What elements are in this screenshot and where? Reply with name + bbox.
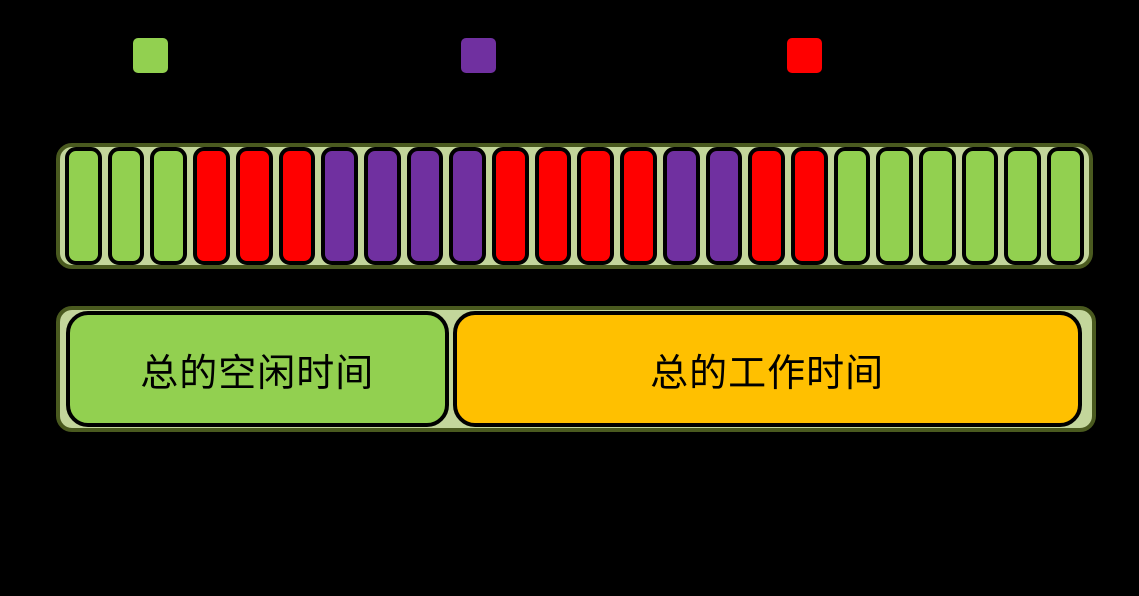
summary-segment-1: 总的空闲时间 (66, 311, 449, 427)
summary-bar: 总的空闲时间 总的工作时间 (56, 306, 1096, 432)
summary-segment-2: 总的工作时间 (452, 311, 1082, 427)
summary-segment-label: 总的空闲时间 (140, 352, 375, 395)
timeline-cell-20-green (876, 147, 914, 265)
summary-segment-label: 总的工作时间 (650, 352, 885, 395)
timeline-cell-22-green (961, 147, 999, 265)
timeline-cell-6-red (278, 147, 316, 265)
timeline-cell-15-purple (662, 147, 700, 265)
timeline-cell-5-red (235, 147, 273, 265)
timeline-cell-10-purple (449, 147, 487, 265)
timeline-cell-12-red (534, 147, 572, 265)
timeline-cell-23-green (1004, 147, 1042, 265)
timeline-cell-17-red (748, 147, 785, 265)
timeline-cell-1-green (65, 147, 102, 265)
legend (133, 38, 833, 73)
legend-swatch-green (133, 38, 168, 73)
legend-swatch-purple (461, 38, 496, 73)
timeline-cell-7-purple (321, 147, 358, 265)
timeline-cell-16-purple (705, 147, 743, 265)
timeline-cell-19-green (833, 147, 871, 265)
timeline-cell-11-red (492, 147, 529, 265)
timeline-cell-18-red (790, 147, 828, 265)
timeline-cell-14-red (620, 147, 657, 265)
timeline-cell-4-red (193, 147, 230, 265)
timeline-cell-8-purple (363, 147, 401, 265)
timeline-cell-21-green (919, 147, 956, 265)
timeline-cell-2-green (107, 147, 145, 265)
timeline-cell-9-purple (406, 147, 444, 265)
timeline-bar (56, 143, 1093, 269)
timeline-cell-24-green (1047, 147, 1084, 265)
timeline-cell-3-green (150, 147, 188, 265)
legend-swatch-red (787, 38, 822, 73)
timeline-cell-13-red (577, 147, 615, 265)
